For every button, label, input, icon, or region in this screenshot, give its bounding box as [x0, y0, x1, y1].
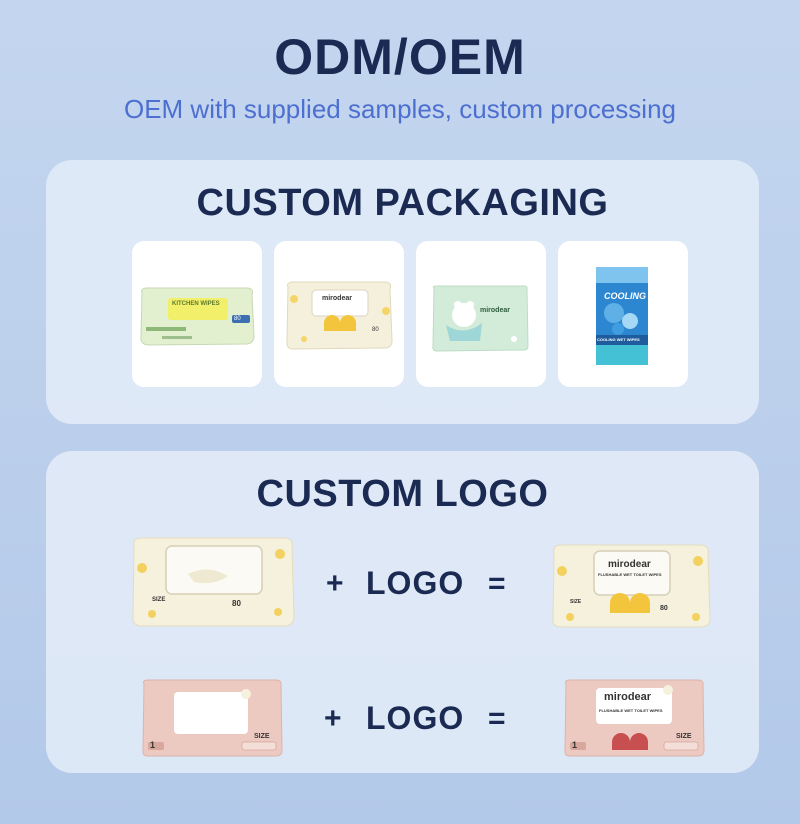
branded-pink-brand: mirodear [604, 691, 652, 703]
packaging-card-cream[interactable]: mirodear 80 [274, 241, 404, 387]
page-title: ODM/OEM [274, 29, 526, 85]
branded-cream-pack [552, 544, 711, 628]
custom-packaging-panel: CUSTOM PACKAGING KITCHEN WIPES 80 mirode… [46, 160, 759, 424]
equals-sign-1: = [488, 567, 506, 600]
kitchen-wipes-pack-icon [140, 287, 255, 346]
custom-packaging-title: CUSTOM PACKAGING [196, 182, 609, 224]
logo-word-1: LOGO [366, 565, 465, 601]
blank-cream-count: 80 [232, 599, 241, 608]
branded-cream-brand: mirodear [608, 559, 651, 570]
page-subtitle: OEM with supplied samples, custom proces… [123, 94, 676, 124]
branded-cream-size: SIZE [570, 599, 582, 605]
plus-sign-2: + [324, 702, 342, 735]
plus-sign-1: + [326, 567, 344, 600]
branded-pink-pack [564, 679, 705, 757]
cooling-wipes-pack-icon [596, 267, 648, 365]
packaging-card-kitchen[interactable]: KITCHEN WIPES 80 [132, 241, 262, 387]
cooling-wipes-label: COOLING [604, 291, 646, 301]
cream-wipes-count: 80 [372, 327, 379, 333]
packaging-card-green[interactable]: mirodear [416, 241, 546, 387]
branded-cream-count: 80 [660, 605, 668, 612]
blank-cream-pack [132, 537, 295, 627]
blank-cream-size: SIZE [152, 597, 166, 603]
kitchen-wipes-label: KITCHEN WIPES [172, 301, 220, 307]
green-polar-bear-wipes-pack-icon [432, 285, 529, 352]
logo-word-2: LOGO [366, 700, 465, 736]
cream-wipes-pack-icon [286, 281, 393, 350]
custom-logo-panel: CUSTOM LOGO SIZE 80 + LOGO = mirodear FL… [46, 451, 759, 773]
blank-pink-pack [142, 679, 283, 757]
branded-pink-count: 1 [572, 740, 578, 750]
equals-sign-2: = [488, 702, 506, 735]
green-wipes-brand: mirodear [480, 307, 510, 314]
custom-logo-title: CUSTOM LOGO [256, 473, 549, 515]
packaging-card-cooling[interactable]: COOLING COOLING WET WIPES [558, 241, 688, 387]
branded-cream-line: FLUSHABLE WET TOILET WIPES [598, 572, 662, 577]
branded-pink-line: FLUSHABLE WET TOILET WIPES [599, 708, 663, 713]
cream-wipes-brand: mirodear [322, 295, 352, 302]
blank-pink-size: SIZE [254, 733, 270, 740]
branded-pink-size: SIZE [676, 733, 692, 740]
cooling-wipes-sublabel: COOLING WET WIPES [597, 337, 640, 342]
blank-pink-count: 1 [150, 740, 156, 750]
kitchen-wipes-count: 80 [234, 316, 241, 322]
